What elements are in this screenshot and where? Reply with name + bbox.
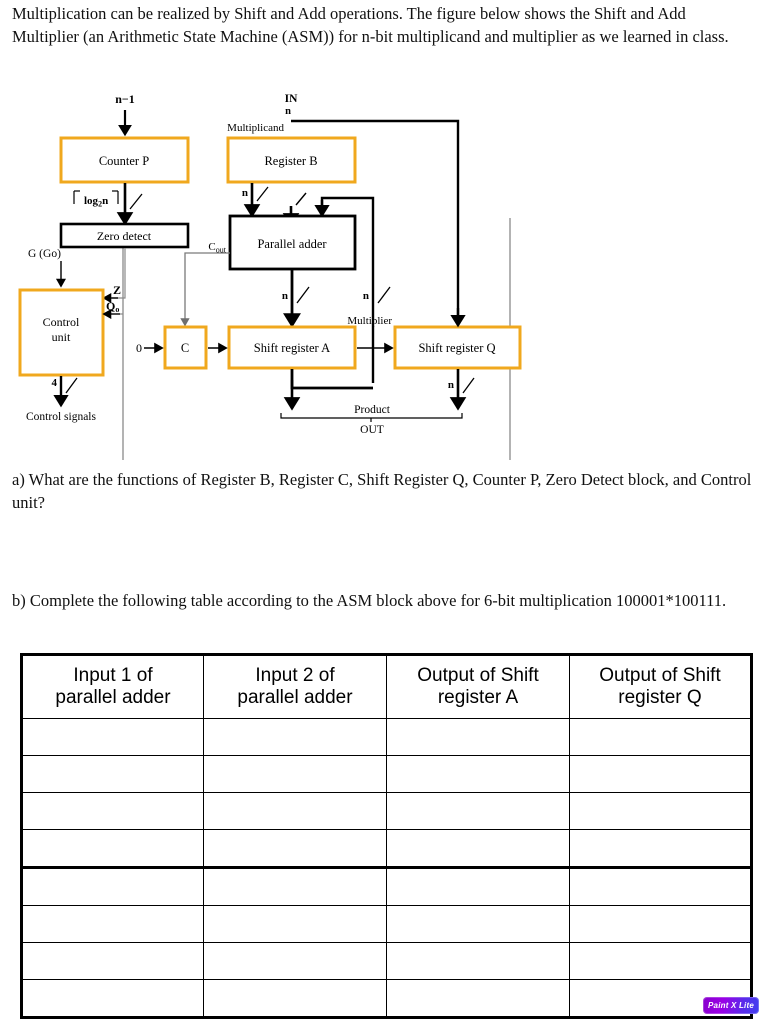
label-out: OUT [360, 424, 384, 436]
table-header-input2-line1: Input 2 of [255, 665, 335, 687]
label-g-go: G (Go) [28, 248, 61, 260]
table-cell[interactable] [203, 718, 387, 756]
table-cell[interactable] [569, 866, 753, 906]
table-cell[interactable] [386, 829, 570, 868]
block-parallel-adder [228, 214, 357, 271]
table-cell[interactable] [386, 866, 570, 906]
table-row[interactable] [20, 829, 753, 868]
block-parallel-adder-label: Parallel adder [257, 237, 327, 251]
table-header-input2-line2: parallel adder [237, 687, 353, 708]
block-register-c [163, 325, 208, 370]
block-control-unit [18, 288, 105, 377]
block-control-unit-label-2: unit [52, 330, 71, 344]
block-zero-detect-label: Zero detect [97, 229, 152, 243]
wire-cout-to-c [180, 252, 230, 327]
label-bus-n-adder: n [282, 290, 288, 302]
block-shift-register-a [227, 325, 357, 370]
table-cell[interactable] [386, 755, 570, 793]
block-shift-register-q-label: Shift register Q [418, 341, 495, 355]
table-header-input1-line2: parallel adder [55, 687, 171, 708]
table-cell[interactable] [20, 792, 204, 830]
table-row[interactable] [20, 792, 753, 830]
block-counter-p [59, 136, 190, 184]
label-c-out: Cout [208, 241, 226, 255]
table-cell[interactable] [20, 829, 204, 868]
label-n-minus-1: n−1 [115, 92, 135, 106]
label-bus-n-q: n [448, 379, 454, 391]
block-shift-register-a-label: Shift register A [254, 341, 330, 355]
table-header-output-a-line1: Output of Shift [417, 665, 539, 687]
table-header-output-a-line2: register A [437, 687, 519, 708]
table-cell[interactable] [203, 942, 387, 980]
table-cell[interactable] [20, 866, 204, 906]
label-bus-n-multiplier: n [363, 290, 369, 302]
paint-x-lite-watermark: Paint X Lite [703, 997, 759, 1014]
table-cell[interactable] [386, 942, 570, 980]
table-cell[interactable] [569, 905, 753, 943]
label-q-o: Qo [106, 299, 119, 314]
table-cell[interactable] [20, 979, 204, 1019]
table-row[interactable] [20, 942, 753, 980]
wire-shift-a-out [290, 369, 373, 390]
table-row[interactable] [20, 979, 753, 1019]
block-register-b-label: Register B [264, 154, 317, 168]
label-multiplicand: Multiplicand [227, 122, 284, 134]
label-multiplier: Multiplier [347, 315, 392, 327]
table-header-input1: Input 1 of parallel adder [20, 653, 204, 719]
table-row[interactable] [20, 755, 753, 793]
label-bus-n-regb: n [242, 187, 248, 199]
table-header-output-q-line2: register Q [618, 687, 702, 708]
table-cell[interactable] [386, 792, 570, 830]
label-z: Z [113, 283, 121, 297]
table-header-row: Input 1 of parallel adder Input 2 of par… [20, 653, 753, 719]
label-in-bus-n: n [285, 106, 291, 117]
table-cell[interactable] [203, 792, 387, 830]
table-cell[interactable] [386, 905, 570, 943]
label-log2n: log2n [84, 195, 108, 209]
table-cell[interactable] [569, 942, 753, 980]
block-counter-p-label: Counter P [99, 154, 149, 168]
table-cell[interactable] [20, 718, 204, 756]
label-in: IN [285, 93, 298, 105]
table-cell[interactable] [569, 829, 753, 868]
block-register-b [226, 136, 357, 184]
table-cell[interactable] [20, 905, 204, 943]
table-row[interactable] [20, 905, 753, 943]
table-cell[interactable] [203, 905, 387, 943]
block-register-c-label: C [181, 341, 189, 355]
table-header-input1-line1: Input 1 of [73, 665, 153, 687]
intro-paragraph: Multiplication can be realized by Shift … [12, 4, 729, 47]
table-header-output-a: Output of Shift register A [386, 653, 570, 719]
block-shift-register-q [393, 325, 522, 370]
asm-block-diagram: IN n Multiplicand n−1 Counter P log2n Ze… [0, 88, 560, 460]
table-cell[interactable] [203, 755, 387, 793]
table-cell[interactable] [203, 979, 387, 1019]
table-cell[interactable] [569, 755, 753, 793]
question-b-text: b) Complete the following table accordin… [12, 591, 727, 610]
label-product: Product [354, 404, 391, 416]
wire-outer-enclosure [122, 218, 511, 460]
answer-table: Input 1 of parallel adder Input 2 of par… [20, 653, 753, 1019]
table-cell[interactable] [203, 829, 387, 868]
table-cell[interactable] [20, 755, 204, 793]
table-cell[interactable] [386, 979, 570, 1019]
table-row[interactable] [20, 718, 753, 756]
question-a-text: a) What are the functions of Register B,… [12, 470, 752, 513]
block-control-unit-label-1: Control [43, 315, 80, 329]
table-cell[interactable] [569, 792, 753, 830]
label-control-signals: Control signals [26, 411, 96, 423]
table-header-output-q: Output of Shift register Q [569, 653, 753, 719]
wire-in-to-multiplier [291, 119, 460, 322]
table-row[interactable] [20, 866, 753, 906]
label-bus-4: 4 [52, 377, 58, 389]
table-cell[interactable] [20, 942, 204, 980]
block-zero-detect [59, 222, 190, 249]
label-zero-const: 0 [136, 341, 142, 355]
table-cell[interactable] [386, 718, 570, 756]
table-header-output-q-line1: Output of Shift [599, 665, 721, 687]
table-cell[interactable] [203, 866, 387, 906]
table-cell[interactable] [569, 718, 753, 756]
table-header-input2: Input 2 of parallel adder [203, 653, 387, 719]
